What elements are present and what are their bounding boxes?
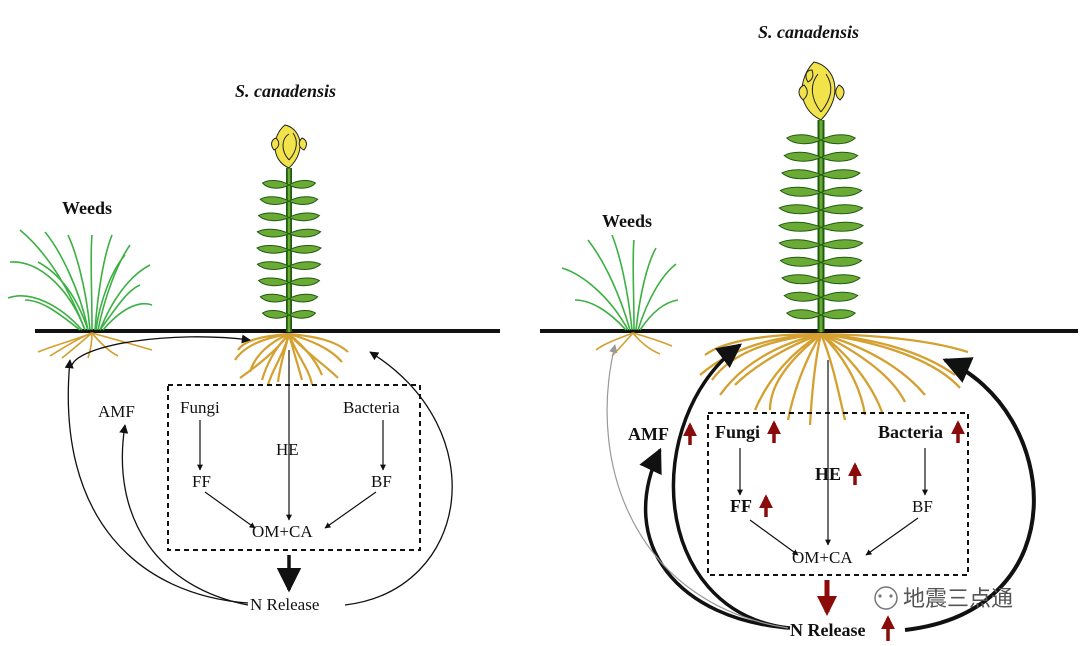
om-ca-label: OM+CA bbox=[792, 548, 853, 567]
bf-label: BF bbox=[912, 497, 933, 516]
leaf bbox=[259, 293, 291, 303]
right-flow-arrows bbox=[606, 343, 1036, 632]
he-label: HE bbox=[276, 440, 299, 459]
leaf bbox=[783, 291, 823, 302]
leaf bbox=[257, 212, 291, 222]
leaf bbox=[819, 256, 863, 267]
left-panel: Weeds S. canadensis bbox=[7, 81, 500, 614]
leaf bbox=[785, 134, 823, 145]
bf-label: BF bbox=[371, 472, 392, 491]
leaf bbox=[819, 204, 864, 215]
leaf bbox=[256, 228, 291, 238]
fungi-label: Fungi bbox=[715, 422, 760, 442]
leaf bbox=[819, 221, 864, 232]
leaf bbox=[819, 169, 861, 180]
leaf bbox=[287, 293, 319, 303]
amf-label: AMF bbox=[628, 424, 669, 444]
ff-label: FF bbox=[730, 496, 752, 516]
left-flow-arrows bbox=[64, 334, 453, 606]
bacteria-label: Bacteria bbox=[878, 422, 943, 442]
right-panel: Weeds S. canadensis bbox=[540, 22, 1078, 641]
canadensis-roots-icon bbox=[699, 332, 969, 426]
leaf bbox=[819, 274, 861, 285]
leaf bbox=[819, 134, 857, 145]
leaf bbox=[287, 196, 319, 205]
wechat-icon bbox=[874, 586, 898, 610]
n-release-label: N Release bbox=[250, 595, 319, 614]
leaf bbox=[287, 244, 322, 254]
leaf bbox=[288, 309, 317, 319]
leaf bbox=[287, 277, 321, 287]
leaf bbox=[779, 186, 823, 197]
leaf bbox=[257, 277, 291, 287]
canadensis-plant-icon bbox=[699, 61, 969, 426]
weeds-roots-icon bbox=[595, 332, 673, 357]
weeds-label: Weeds bbox=[602, 211, 652, 231]
weeds-plant-icon bbox=[7, 229, 153, 331]
om-ca-label: OM+CA bbox=[252, 522, 313, 541]
leaf bbox=[778, 204, 823, 215]
leaf bbox=[287, 228, 322, 238]
n-release-label: N Release bbox=[790, 620, 865, 640]
leaf bbox=[819, 151, 859, 162]
weeds-label: Weeds bbox=[62, 198, 112, 218]
leaf bbox=[783, 151, 823, 162]
soil-process-box bbox=[167, 384, 421, 551]
flower-icon bbox=[271, 124, 307, 169]
increase-arrows bbox=[683, 420, 965, 641]
plant-title: S. canadensis bbox=[235, 81, 336, 101]
plant-title: S. canadensis bbox=[758, 22, 859, 42]
weeds-plant-icon bbox=[561, 234, 679, 331]
fungi-label: Fungi bbox=[180, 398, 220, 417]
leaf bbox=[287, 212, 321, 222]
ff-label: FF bbox=[192, 472, 211, 491]
watermark: 地震三点通 bbox=[874, 586, 1013, 612]
leaf bbox=[256, 244, 291, 254]
leaf bbox=[819, 239, 864, 250]
weeds-roots-icon bbox=[37, 332, 153, 359]
leaf bbox=[778, 221, 823, 232]
leaf bbox=[781, 274, 823, 285]
flower-icon bbox=[798, 61, 845, 121]
leaf bbox=[819, 291, 859, 302]
leaf bbox=[819, 186, 863, 197]
leaf bbox=[778, 239, 823, 250]
leaf bbox=[261, 179, 290, 189]
watermark-text: 地震三点通 bbox=[903, 587, 1013, 612]
canadensis-plant-icon bbox=[234, 124, 349, 386]
leaf bbox=[779, 256, 823, 267]
amf-label: AMF bbox=[98, 402, 135, 421]
bacteria-label: Bacteria bbox=[343, 398, 400, 417]
leaf bbox=[781, 169, 823, 180]
leaf bbox=[259, 196, 291, 205]
soil-process-box bbox=[707, 412, 969, 576]
canadensis-roots-icon bbox=[234, 332, 349, 386]
leaf bbox=[287, 261, 322, 270]
leaf bbox=[256, 261, 291, 270]
leaf bbox=[261, 309, 290, 319]
leaf bbox=[819, 309, 857, 320]
leaf bbox=[785, 309, 823, 320]
leaf bbox=[288, 179, 317, 189]
